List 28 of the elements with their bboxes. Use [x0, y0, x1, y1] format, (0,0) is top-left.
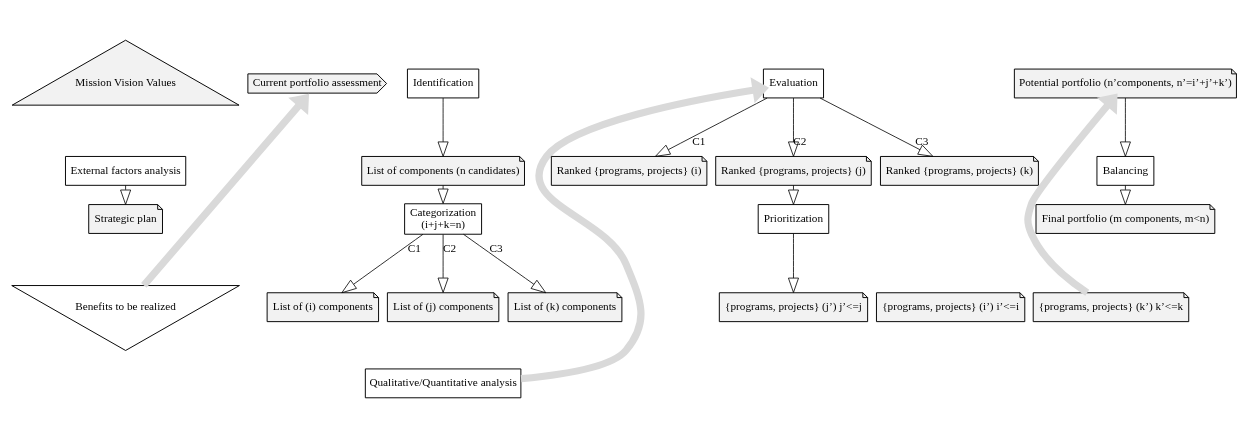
arrow — [463, 233, 547, 294]
edge-label: C2 — [793, 134, 807, 147]
arrow — [788, 97, 799, 157]
edge-label: C3 — [489, 242, 503, 255]
arrow — [437, 185, 449, 204]
node-box: Balancing — [1096, 156, 1155, 186]
arrow — [120, 185, 132, 205]
node-box: Categorization (i+j+k=n) — [404, 203, 483, 235]
arrow — [141, 93, 310, 288]
node-box: External factors analysis — [65, 156, 187, 186]
edge-label: C2 — [442, 242, 457, 255]
edge-label: C3 — [915, 134, 929, 147]
arrow — [788, 233, 799, 293]
arrow — [655, 97, 768, 157]
node-box: Prioritization — [757, 204, 830, 234]
node-box: Qualitative/Quantitative analysis — [364, 368, 522, 399]
edge-label: C1 — [692, 134, 706, 147]
arrow — [1119, 185, 1131, 205]
node-box: Identification — [406, 68, 480, 99]
edge-label: C1 — [407, 242, 421, 255]
arrow — [1024, 93, 1118, 296]
arrow — [819, 97, 934, 157]
arrow — [1119, 97, 1131, 157]
arrow — [437, 234, 449, 293]
arrow — [437, 97, 449, 157]
node-box: Evaluation — [762, 68, 824, 99]
arrow — [788, 185, 799, 205]
arrow — [341, 233, 424, 294]
